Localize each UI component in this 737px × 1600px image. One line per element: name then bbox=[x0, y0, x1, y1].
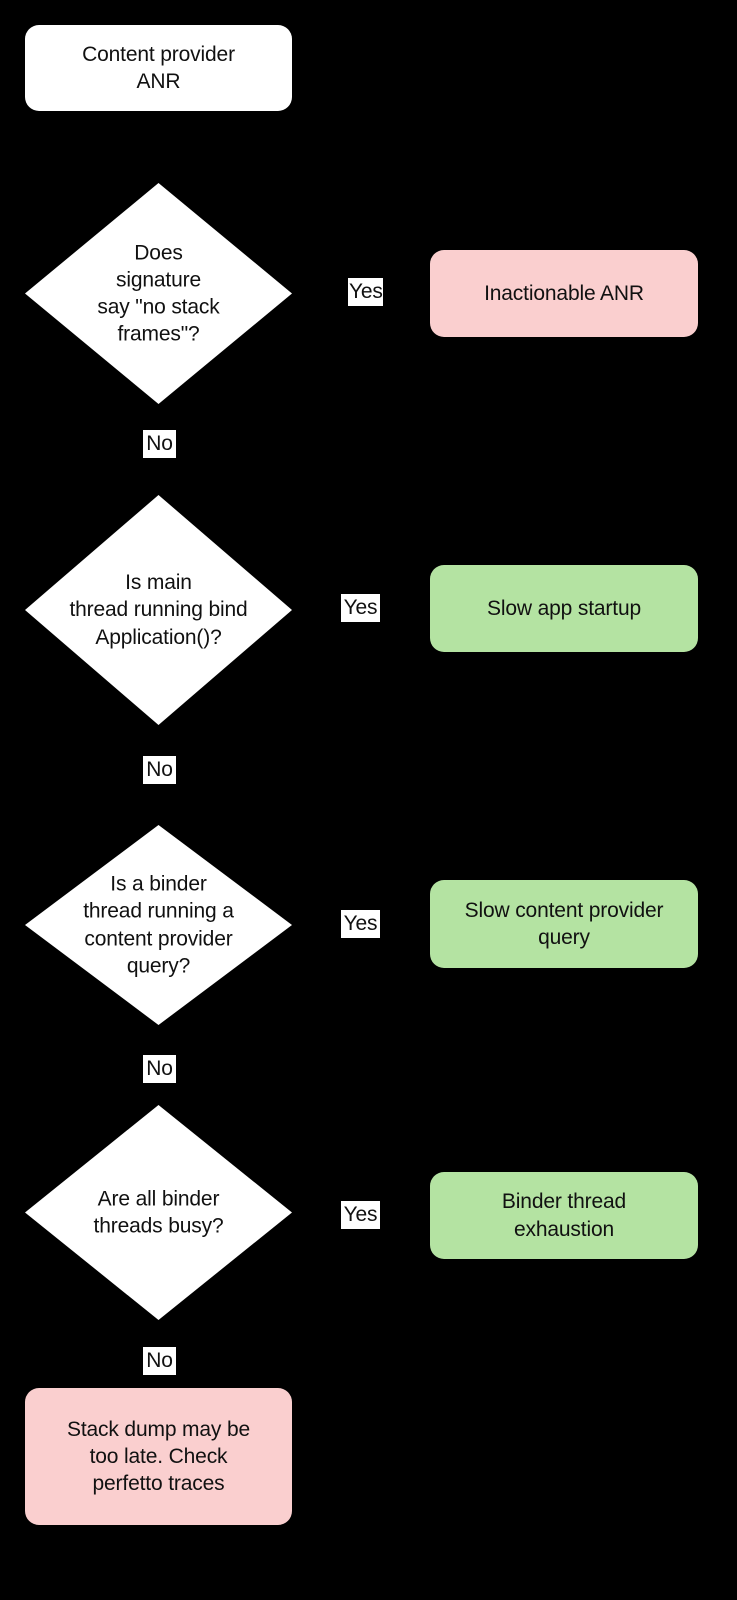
edge-label-no-3: No bbox=[143, 1055, 176, 1083]
node-outcome-1-label: Inactionable ANR bbox=[484, 281, 644, 305]
node-outcome-1[interactable]: Inactionable ANR bbox=[430, 250, 698, 337]
node-outcome-2[interactable]: Slow app startup bbox=[430, 565, 698, 652]
edge-label-no-4-text: No bbox=[146, 1349, 173, 1372]
edge-label-no-2: No bbox=[143, 756, 176, 784]
decision-3-diamond-shape bbox=[25, 825, 292, 1025]
node-outcome-3[interactable]: Slow content provider query bbox=[430, 880, 698, 968]
edge-label-no-1-text: No bbox=[146, 432, 173, 455]
edge-label-no-4: No bbox=[143, 1347, 176, 1375]
node-start-label: Content provider ANR bbox=[82, 42, 235, 93]
node-start[interactable]: Content provider ANR bbox=[25, 25, 292, 111]
connector-start-to-decision-1 bbox=[156, 110, 160, 183]
node-decision-2[interactable]: Is main thread running bind Application(… bbox=[25, 495, 292, 725]
decision-1-diamond-shape bbox=[25, 183, 292, 404]
node-outcome-4-label: Binder thread exhaustion bbox=[501, 1190, 627, 1241]
edge-label-no-3-text: No bbox=[146, 1057, 173, 1080]
edge-label-no-1: No bbox=[143, 430, 176, 458]
edge-label-yes-2: Yes bbox=[341, 594, 380, 622]
edge-label-yes-3: Yes bbox=[341, 910, 380, 938]
edge-label-yes-1: Yes bbox=[348, 278, 383, 306]
node-decision-4[interactable]: Are all binder threads busy? bbox=[25, 1105, 292, 1320]
edge-label-yes-1-text: Yes bbox=[349, 280, 383, 303]
node-outcome-4[interactable]: Binder thread exhaustion bbox=[430, 1172, 698, 1259]
edge-label-no-2-text: No bbox=[146, 758, 173, 781]
node-outcome-3-label: Slow content provider query bbox=[464, 898, 664, 949]
node-outcome-2-label: Slow app startup bbox=[486, 596, 642, 620]
decision-2-diamond-shape bbox=[25, 495, 292, 725]
node-decision-3[interactable]: Is a binder thread running a content pro… bbox=[25, 825, 292, 1025]
edge-label-yes-4: Yes bbox=[341, 1201, 380, 1229]
edge-label-yes-2-text: Yes bbox=[343, 596, 378, 619]
node-decision-1[interactable]: Does signature say "no stack frames"? bbox=[25, 183, 292, 404]
edge-label-yes-3-text: Yes bbox=[343, 912, 378, 935]
node-end-label: Stack dump may be too late. Check perfet… bbox=[66, 1417, 251, 1496]
decision-4-diamond-shape bbox=[25, 1105, 292, 1320]
node-end[interactable]: Stack dump may be too late. Check perfet… bbox=[25, 1388, 292, 1525]
edge-label-yes-4-text: Yes bbox=[343, 1203, 378, 1226]
